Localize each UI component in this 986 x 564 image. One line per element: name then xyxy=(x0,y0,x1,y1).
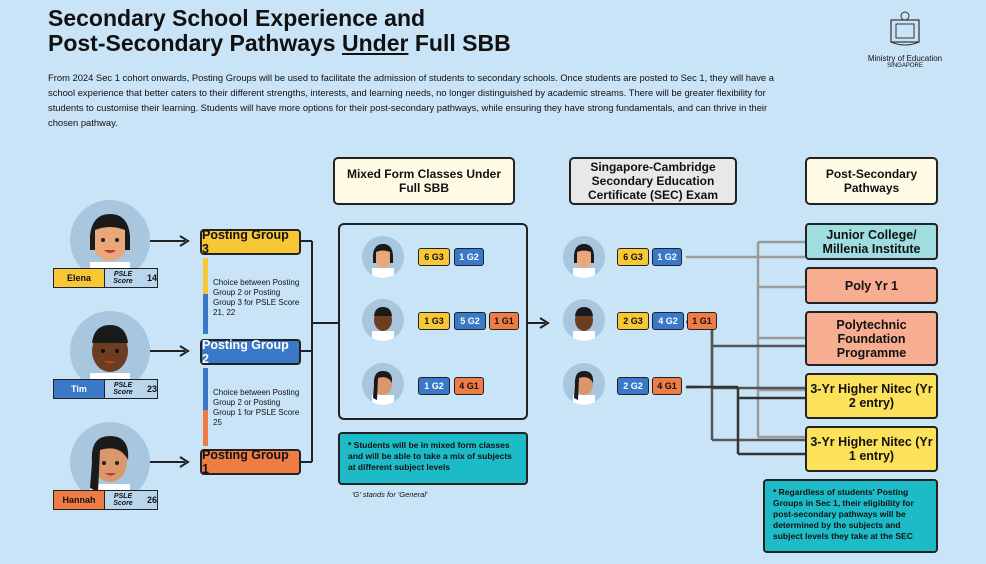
psle-score-label: PSLE Score xyxy=(113,271,133,285)
note-mixed-classes: * Students will be in mixed form classes… xyxy=(338,432,528,485)
tag-g1: 1 G1 xyxy=(489,312,519,330)
student-avatar-tim xyxy=(70,311,150,391)
tag-g3: 2 G3 xyxy=(617,312,649,330)
tag-g3: 6 G3 xyxy=(617,248,649,266)
tag-g1: 4 G1 xyxy=(454,377,484,395)
tag-g2: 4 G2 xyxy=(652,312,684,330)
pathway-poly-yr1: Poly Yr 1 xyxy=(805,267,938,304)
note-asterisk: * xyxy=(348,440,354,450)
header-sec-exam: Singapore-Cambridge Secondary Education … xyxy=(569,157,737,205)
psle-score: PSLE Score 14 xyxy=(105,268,158,288)
pathway-poly-foundation: Polytechnic Foundation Programme xyxy=(805,311,938,366)
student-avatar-elena xyxy=(70,200,150,280)
student-avatar-hannah xyxy=(70,422,150,502)
student-tim xyxy=(70,311,150,396)
title-underline-text: Under xyxy=(342,30,409,56)
tag-g2: 1 G2 xyxy=(652,248,682,266)
psle-score: PSLE Score 23 xyxy=(105,379,158,399)
student-name: Elena xyxy=(53,268,105,288)
psle-score-value: 26 xyxy=(146,495,157,505)
pathway-junior-college: Junior College/ Millenia Institute xyxy=(805,223,938,260)
header-mixed-form: Mixed Form Classes Under Full SBB xyxy=(333,157,515,205)
tag-g1: 4 G1 xyxy=(652,377,682,395)
posting-group-3: Posting Group 3 xyxy=(200,228,301,256)
tag-g2: 5 G2 xyxy=(454,312,486,330)
tag-g3: 6 G3 xyxy=(418,248,450,266)
student-hannah xyxy=(70,422,150,507)
title-text-end: Full SBB xyxy=(408,30,511,56)
note-mixed-text: Students will be in mixed form classes a… xyxy=(348,440,512,472)
sec-avatar-hannah xyxy=(563,363,605,405)
g-stands-note: 'G' stands for 'General' xyxy=(352,490,428,499)
nametag-hannah: Hannah PSLE Score 26 xyxy=(53,490,158,510)
nametag-tim: Tim PSLE Score 23 xyxy=(53,379,158,399)
logo-text: Ministry of Education xyxy=(867,54,943,63)
tag-g3: 1 G3 xyxy=(418,312,450,330)
mini-avatar-elena xyxy=(362,236,404,278)
nametag-elena: Elena PSLE Score 14 xyxy=(53,268,158,288)
choice-pg2-pg3: Choice between Posting Group 2 or Postin… xyxy=(213,278,300,317)
page-title: Secondary School Experience and Post-Sec… xyxy=(48,6,511,56)
pathway-nitec-yr1: 3-Yr Higher Nitec (Yr 1 entry) xyxy=(805,426,938,472)
psle-score-value: 14 xyxy=(146,273,157,283)
title-text: Post-Secondary Pathways xyxy=(48,30,342,56)
note-post-secondary: * Regardless of students' Posting Groups… xyxy=(763,479,938,553)
choice-pg2-pg1: Choice between Posting Group 2 or Postin… xyxy=(213,388,300,427)
student-name: Hannah xyxy=(53,490,105,510)
intro-paragraph: From 2024 Sec 1 cohort onwards, Posting … xyxy=(48,72,774,128)
posting-group-1: Posting Group 1 xyxy=(200,448,301,476)
tag-g2: 1 G2 xyxy=(454,248,484,266)
header-post-secondary: Post-Secondary Pathways xyxy=(805,157,938,205)
posting-group-2: Posting Group 2 xyxy=(200,338,301,366)
note-post-text: Regardless of students' Posting Groups i… xyxy=(773,487,914,541)
psle-score: PSLE Score 26 xyxy=(105,490,158,510)
tag-g1: 1 G1 xyxy=(687,312,717,330)
mini-avatar-hannah xyxy=(362,363,404,405)
psle-score-label: PSLE Score xyxy=(113,382,133,396)
psle-score-label: PSLE Score xyxy=(113,493,133,507)
title-line-2: Post-Secondary Pathways Under Full SBB xyxy=(48,31,511,56)
student-name: Tim xyxy=(53,379,105,399)
title-line-1: Secondary School Experience and xyxy=(48,5,426,31)
tag-g2: 1 G2 xyxy=(418,377,450,395)
mini-avatar-tim xyxy=(362,299,404,341)
logo-subtext: SINGAPORE xyxy=(887,63,923,69)
tag-g2: 2 G2 xyxy=(617,377,649,395)
psle-score-value: 23 xyxy=(146,384,157,394)
student-elena xyxy=(70,200,150,285)
pathway-nitec-yr2: 3-Yr Higher Nitec (Yr 2 entry) xyxy=(805,373,938,419)
sec-avatar-elena xyxy=(563,236,605,278)
note-asterisk: * xyxy=(773,487,779,497)
sec-avatar-tim xyxy=(563,299,605,341)
moe-logo: Ministry of Education SINGAPORE xyxy=(860,10,950,69)
crest-icon xyxy=(890,11,920,46)
